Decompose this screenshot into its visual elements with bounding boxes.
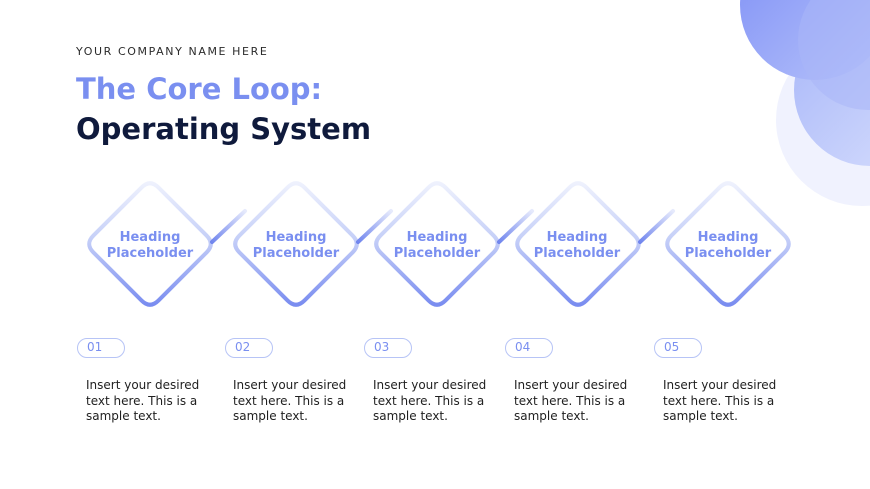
- step-5-heading: Heading Placeholder: [684, 230, 772, 261]
- company-name: YOUR COMPANY NAME HERE: [76, 45, 269, 58]
- loop-connector-2: [356, 209, 393, 244]
- step-3-heading: Heading Placeholder: [393, 230, 481, 261]
- step-4-text: Insert your desired text here. This is a…: [514, 378, 628, 423]
- diamond-step-2: [233, 181, 359, 307]
- step-2-heading: Heading Placeholder: [252, 230, 340, 261]
- step-4-number: 04: [505, 338, 553, 358]
- title-line-2: Operating System: [76, 112, 372, 146]
- diamond-step-3: [374, 181, 500, 307]
- diamond-step-4: [515, 181, 641, 307]
- step-3-number: 03: [364, 338, 412, 358]
- loop-connector-1: [210, 209, 247, 244]
- step-5-number: 05: [654, 338, 702, 358]
- step-5-text: Insert your desired text here. This is a…: [663, 378, 777, 423]
- diamond-step-5: [665, 181, 791, 307]
- step-2-number: 02: [225, 338, 273, 358]
- step-1-heading: Heading Placeholder: [106, 230, 194, 261]
- step-3-text: Insert your desired text here. This is a…: [373, 378, 487, 423]
- diamond-step-1: [87, 181, 213, 307]
- loop-connector-4: [638, 209, 675, 244]
- step-2-text: Insert your desired text here. This is a…: [233, 378, 347, 423]
- step-1-text: Insert your desired text here. This is a…: [86, 378, 200, 423]
- step-4-heading: Heading Placeholder: [533, 230, 621, 261]
- step-1-number: 01: [77, 338, 125, 358]
- title-line-1: The Core Loop:: [76, 72, 323, 106]
- loop-connector-3: [497, 209, 534, 244]
